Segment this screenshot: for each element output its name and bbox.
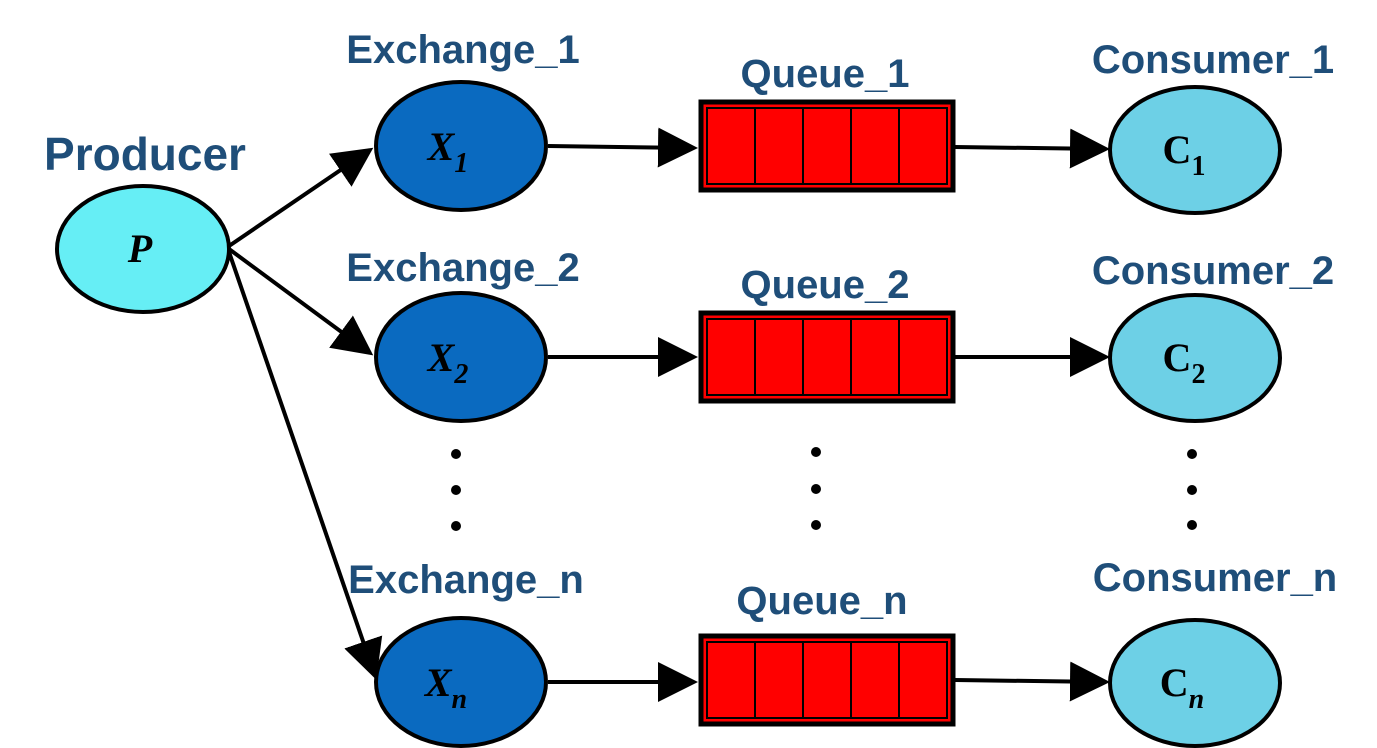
consumer-1-symbol: C1 [1163,127,1206,182]
queue-slot [754,318,804,396]
edge-producer-exchange-1 [227,147,374,248]
consumer-n-symbol: Cn [1160,660,1204,715]
queue-slot [850,107,900,185]
edge-queue-1-consumer-1 [954,128,1110,169]
queue-n-label: Queue_n [736,579,907,623]
exchange-1-symbol: X1 [426,124,469,179]
queue-slot [706,107,756,185]
ellipsis-consumers [1187,449,1197,530]
ellipsis-dot [811,520,821,530]
queue-1-label: Queue_1 [741,52,910,96]
queue-slot [850,318,900,396]
queue-slot [850,641,900,719]
queue-slot [802,107,852,185]
exchange-2-label: Exchange_2 [346,246,579,290]
queue-slot [802,641,852,719]
exchange-1-label: Exchange_1 [346,28,579,72]
ellipsis-exchanges [451,449,461,531]
exchange-2-symbol: X2 [426,335,469,390]
queue-slot [706,318,756,396]
ellipsis-dot [811,484,821,494]
edge-exchange-1-queue-1 [547,127,698,168]
ellipsis-dot [1187,449,1197,459]
exchange-2-ellipse [374,291,548,423]
consumer-2-label: Consumer_2 [1092,249,1334,293]
producer-label: Producer [44,128,246,180]
queue-1-box [698,99,956,193]
ellipsis-dot [451,449,461,459]
queue-slot [898,641,948,719]
ellipsis-dot [1187,520,1197,530]
queue-slot [898,318,948,396]
exchange-1-ellipse [374,80,548,212]
exchange-n-node: Xn [374,616,548,748]
edge-queue-n-consumer-n [954,661,1110,702]
queue-2-box [698,310,956,404]
edge-producer-exchange-2 [227,247,374,356]
queue-slot [754,641,804,719]
consumer-n-label: Consumer_n [1093,556,1338,600]
exchange-1-node: X1 [374,80,548,212]
queue-slot [898,107,948,185]
consumer-n-node: Cn [1108,618,1282,748]
queue-n-box [698,633,956,727]
consumer-1-node: C1 [1108,85,1282,215]
queue-slot [802,318,852,396]
producer-symbol: P [127,226,153,271]
exchange-n-symbol: Xn [423,660,467,715]
ellipsis-dot [1187,485,1197,495]
queue-slot [706,641,756,719]
queue-slot [754,107,804,185]
producer-node: P [55,184,231,314]
ellipsis-dot [811,447,821,457]
queue-2-label: Queue_2 [741,263,910,307]
consumer-1-ellipse [1108,85,1282,215]
consumer-2-node: C2 [1108,293,1282,423]
consumer-n-ellipse [1108,618,1282,748]
ellipsis-dot [451,485,461,495]
ellipsis-queues [811,447,821,530]
consumer-1-label: Consumer_1 [1092,38,1334,82]
consumer-2-symbol: C2 [1163,335,1206,390]
exchange-2-node: X2 [374,291,548,423]
consumer-2-ellipse [1108,293,1282,423]
exchange-n-ellipse [374,616,548,748]
edge-producer-exchange-n [227,251,383,680]
ellipsis-dot [451,521,461,531]
exchange-n-label: Exchange_n [348,558,584,602]
